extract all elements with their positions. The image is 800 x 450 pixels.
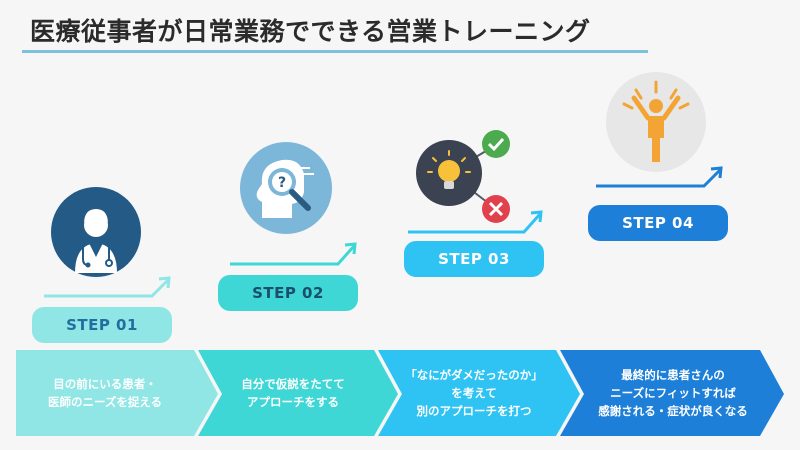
chevron-line: を考えて [451, 386, 497, 400]
chevron-step-4 [560, 350, 784, 436]
chevron-step-3 [378, 350, 580, 436]
rising-arrow-1 [44, 276, 171, 298]
chevron-line: 自分で仮説をたてて [241, 377, 345, 391]
thinking-head-icon: ? [240, 142, 332, 234]
chevron-line: 医師のニーズを捉える [47, 395, 163, 409]
success-person-icon [606, 72, 706, 172]
chevron-line: 感謝される・症状が良くなる [598, 404, 748, 418]
chevron-line: 最終的に患者さんの [621, 368, 725, 382]
rising-arrow-2 [230, 242, 357, 266]
chevron-text-4: 最終的に患者さんの ニーズにフィットすれば 感謝される・症状が良くなる [580, 350, 766, 436]
process-chevron-band [16, 350, 784, 436]
chevron-line: 「なにがダメだったのか」 [405, 368, 543, 382]
chevron-step-2 [198, 350, 398, 436]
step-label: STEP 04 [622, 214, 694, 232]
step-pill-3: STEP 03 [404, 241, 544, 277]
doctor-icon [51, 187, 141, 277]
step-pill-4: STEP 04 [588, 205, 728, 241]
chevron-line: ニーズにフィットすれば [610, 386, 736, 400]
chevron-line: 目の前にいる患者・ [53, 377, 157, 391]
step-label: STEP 02 [252, 284, 324, 302]
page-title: 医療従事者が日常業務でできる営業トレーニング [30, 17, 591, 46]
step-pill-2: STEP 02 [218, 275, 358, 311]
rising-arrow-4 [596, 166, 723, 188]
title-underline [22, 50, 648, 53]
lightbulb-decision-icon [416, 125, 526, 225]
step-label: STEP 01 [66, 316, 138, 334]
chevron-text-2: 自分で仮説をたてて アプローチをする [214, 350, 372, 436]
chevron-line: 別のアプローチを打つ [416, 404, 532, 418]
chevron-text-1: 目の前にいる患者・ 医師のニーズを捉える [20, 350, 190, 436]
rising-arrow-3 [408, 210, 543, 234]
chevron-step-1 [16, 350, 218, 436]
step-pill-1: STEP 01 [32, 307, 172, 343]
svg-text:?: ? [278, 175, 286, 191]
chevron-line: アプローチをする [247, 395, 339, 409]
chevron-text-3: 「なにがダメだったのか」 を考えて 別のアプローチを打つ [392, 350, 556, 436]
step-label: STEP 03 [438, 250, 510, 268]
